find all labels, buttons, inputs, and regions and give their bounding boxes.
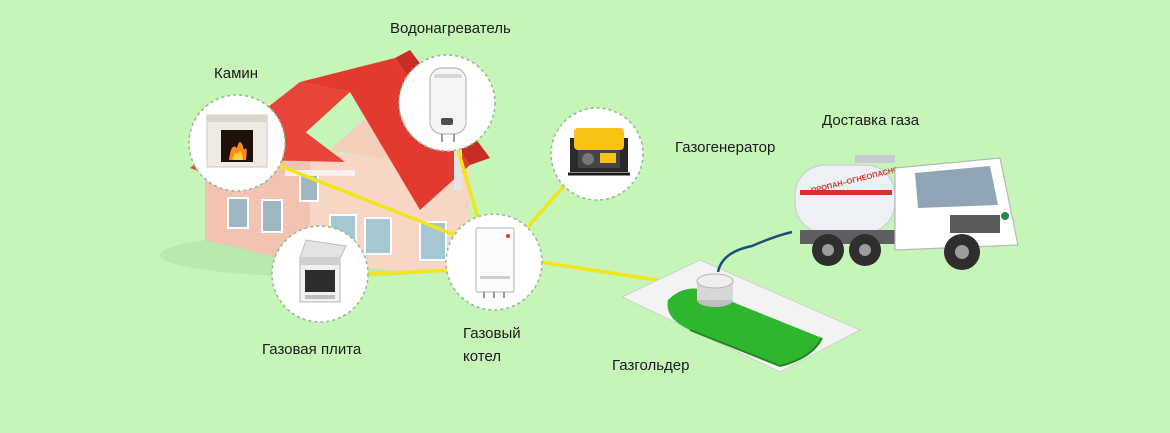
fill-hose	[716, 230, 793, 273]
fireplace-label: Камин	[214, 65, 259, 82]
gas-delivery-truck: ПРОПАН–ОГНЕОПАСНО	[794, 155, 1019, 270]
line-stove-boiler	[366, 268, 454, 276]
gas-boiler-icon	[475, 227, 515, 298]
gas-boiler-label-line2: котел	[463, 348, 502, 365]
line-heater-boiler	[453, 138, 482, 227]
water-heater-icon	[429, 67, 467, 142]
water-heater-node	[398, 54, 496, 152]
gas-stove-node	[271, 225, 369, 323]
fireplace-icon	[206, 114, 268, 168]
gas-holder-label: Газгольдер	[612, 357, 690, 374]
generator-icon	[568, 128, 630, 176]
generator-label: Газогенератор	[675, 139, 776, 156]
gas-boiler-label-line1: Газовый	[463, 325, 521, 342]
gas-stove-label: Газовая плита	[262, 341, 362, 358]
gas-holder	[620, 230, 862, 373]
gas-boiler-node	[445, 213, 543, 311]
line-generator-boiler	[523, 183, 567, 232]
gas-stove-icon	[299, 239, 347, 303]
gas-delivery-label: Доставка газа	[822, 112, 920, 129]
fireplace-node	[188, 94, 286, 192]
water-heater-label: Водонагреватель	[390, 20, 511, 37]
line-fireplace-boiler	[263, 158, 457, 237]
generator-node	[550, 107, 644, 201]
